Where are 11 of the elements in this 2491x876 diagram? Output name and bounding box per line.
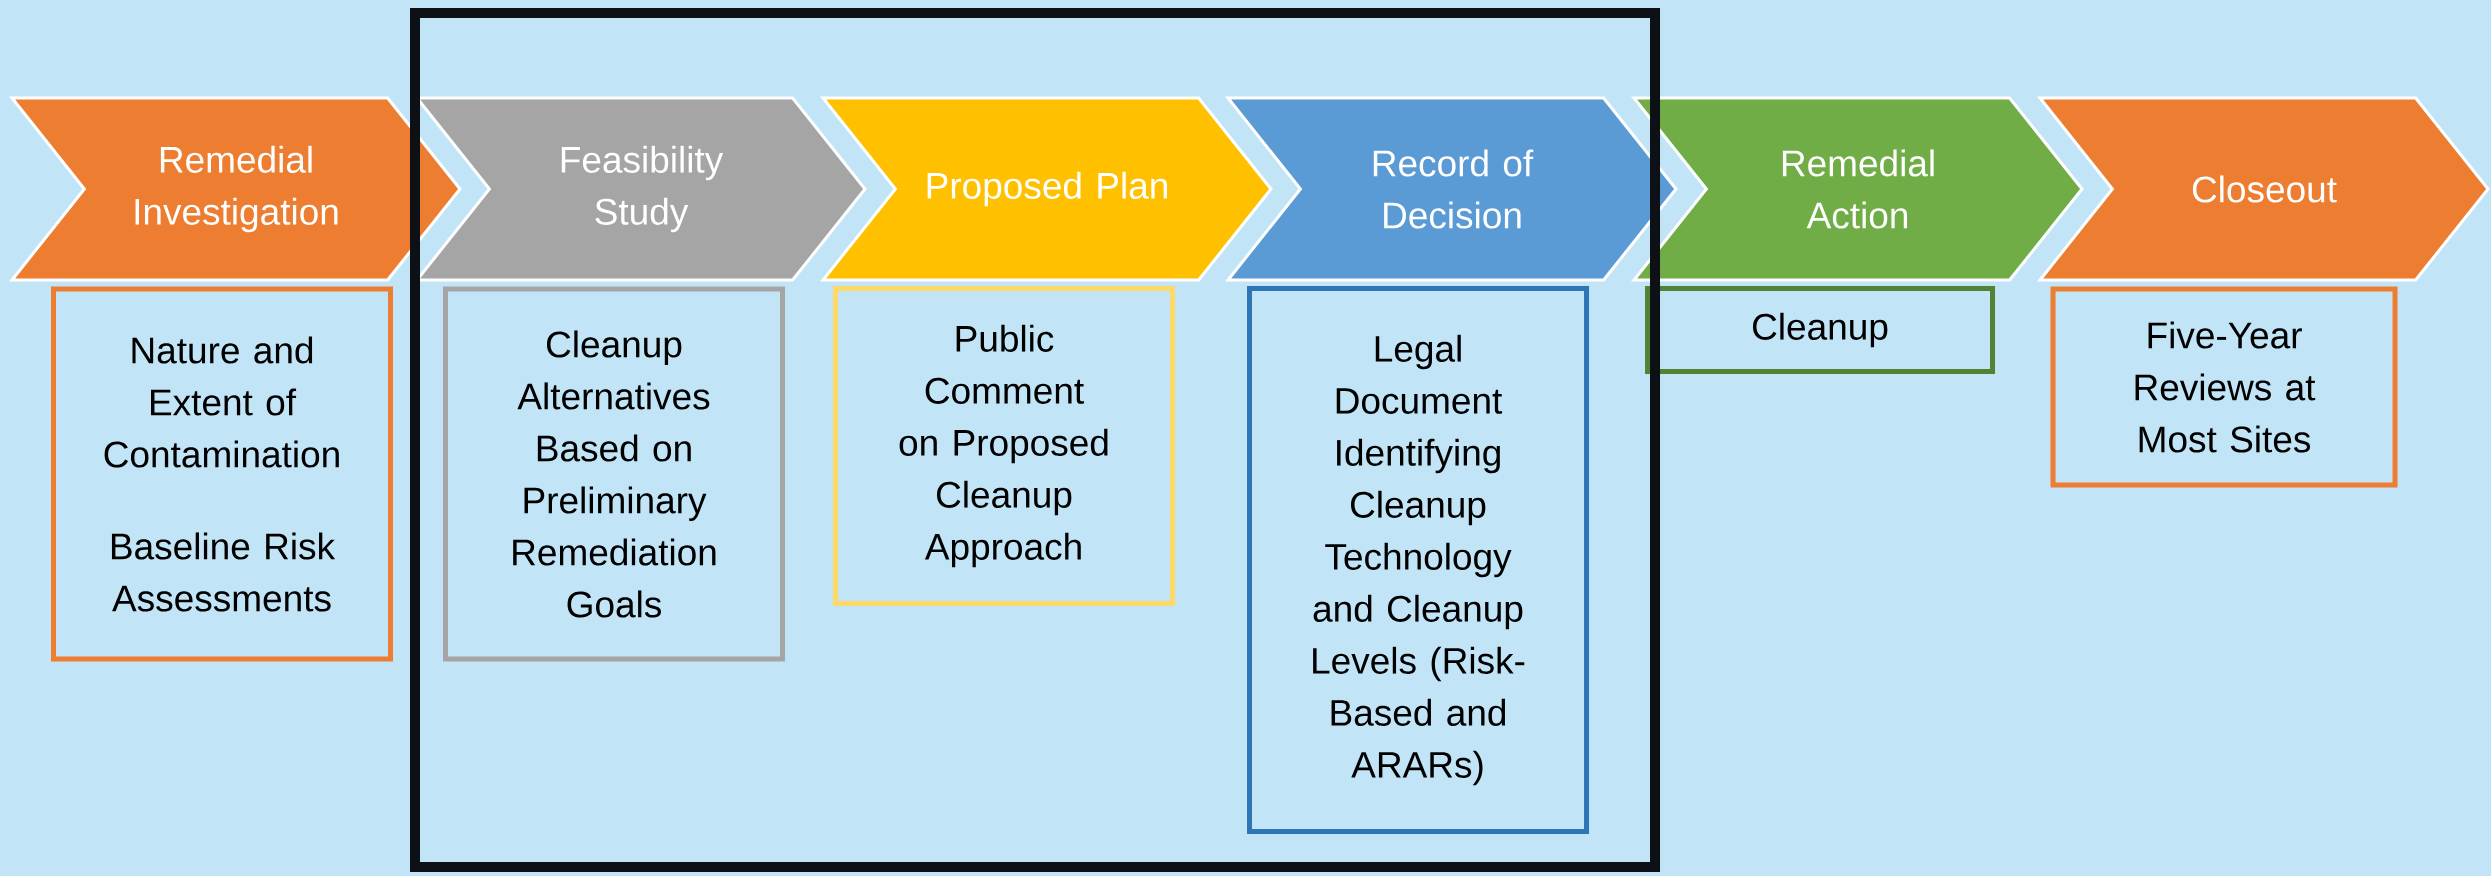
process-step: Remedial Action <box>1630 96 2084 282</box>
process-step: Proposed Plan <box>819 96 1273 282</box>
process-step: Remedial Investigation <box>8 96 462 282</box>
text-box: Legal Document Identifying Cleanup Technology and Cleanup Levels (Risk-Based and ARARs) <box>1247 286 1589 834</box>
text-box: Cleanup Alternatives Based on Preliminary Remediation Goals <box>443 286 785 662</box>
process-step: Record of Decision <box>1224 96 1678 282</box>
process-step: Closeout <box>2036 96 2490 282</box>
text-box: Five-Year Reviews at Most Sites <box>2050 286 2398 488</box>
text-box: Public Comment on Proposed Cleanup Approach <box>833 286 1175 606</box>
text-box: Cleanup <box>1645 286 1996 374</box>
text-box: Nature and Extent of Contamination Baseline Risk Assessments <box>51 286 393 662</box>
